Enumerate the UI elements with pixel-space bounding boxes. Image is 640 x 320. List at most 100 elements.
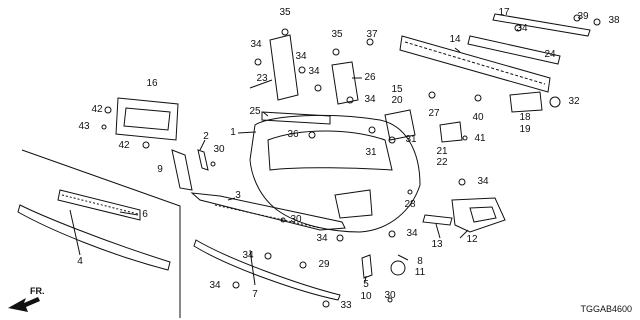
fastener-icon [593,18,601,26]
fastener-icon [388,230,396,238]
fastener-icon [280,217,286,223]
callout-34: 34 [250,39,262,50]
callout-38: 38 [608,15,620,26]
callout-22: 22 [436,157,448,168]
small-bracket-part [439,121,463,143]
lower-strip-part [193,239,341,301]
callout-17: 17 [498,7,510,18]
callout-11: 11 [414,267,426,278]
absorber-part [467,35,561,65]
callout-34i: 34 [242,250,254,261]
callout-20: 20 [391,95,403,106]
callout-7: 7 [252,289,258,300]
callout-16: 16 [146,78,158,89]
fastener-icon [264,252,272,260]
fastener-icon [368,126,376,134]
fastener-icon [388,136,396,144]
corner-bracket-part [509,91,543,113]
cap-part [390,260,406,276]
callout-15: 15 [391,84,403,95]
callout-42: 42 [91,104,103,115]
panel-divider [21,149,181,318]
callout-33: 33 [340,300,352,311]
bumper-grille-opening [267,130,393,171]
diagram-code: TGGAB4600 [580,304,632,314]
callout-25: 25 [249,106,261,117]
callout-29: 29 [318,259,330,270]
fastener-icon [514,24,522,32]
fastener-icon [474,94,482,102]
callout-43: 43 [78,121,90,132]
lower-grille-part [190,192,346,231]
callout-4: 4 [77,256,83,267]
callout-10: 10 [360,291,372,302]
callout-32: 32 [568,96,580,107]
callout-9: 9 [157,164,163,175]
callout-34h: 34 [406,228,418,239]
side-garnish-part [422,214,453,226]
callout-5: 5 [363,279,369,290]
callout-12: 12 [466,234,478,245]
fastener-icon [254,58,262,66]
fastener-icon [142,141,150,149]
callout-1: 1 [230,127,236,138]
fastener-icon [387,297,393,303]
fastener-icon [299,261,307,269]
callout-13: 13 [431,239,443,250]
grille-mesh-part [57,189,141,221]
vent-part [171,149,193,191]
callout-24: 24 [544,49,556,60]
callout-19: 19 [519,124,531,135]
callout-34j: 34 [209,280,221,291]
fastener-icon [336,234,344,242]
center-bracket-part [331,61,359,105]
fastener-icon [101,124,107,130]
fastener-icon [308,131,316,139]
callout-34d: 34 [364,94,376,105]
callout-39: 39 [577,11,589,22]
lip-spoiler-part [17,204,171,271]
fog-garnish-part [451,197,506,233]
callout-40: 40 [472,112,484,123]
callout-36: 36 [287,129,299,140]
callout-3: 3 [235,190,241,201]
callout-34f: 34 [477,176,489,187]
callout-8: 8 [417,256,423,267]
fastener-icon [298,66,306,74]
fastener-icon [366,38,374,46]
bumper-face-part [249,114,421,233]
beam-part [399,35,551,93]
callout-31: 31 [365,147,377,158]
fastener-icon [346,96,354,104]
callout-34g: 34 [316,233,328,244]
callout-14: 14 [449,34,461,45]
fastener-icon [210,161,216,167]
license-bracket-part [115,97,179,141]
fastener-icon [458,178,466,186]
callout-42b: 42 [118,140,130,151]
bracket-upper-part [492,13,591,37]
fastener-icon [407,189,413,195]
front-direction-label: FR. [30,286,45,296]
fastener-icon [428,91,436,99]
callout-34c: 34 [308,66,320,77]
fastener-icon [573,14,581,22]
fastener-icon [322,300,330,308]
callout-18: 18 [519,112,531,123]
callout-30: 30 [213,144,225,155]
fastener-icon [232,281,240,289]
callout-31b: 31 [405,134,417,145]
callout-34b: 34 [295,51,307,62]
clip-part [361,254,373,279]
callout-37: 37 [366,29,378,40]
fastener-icon [281,28,289,36]
front-arrow-icon [8,297,40,312]
fog-opening [334,189,373,219]
upper-strip-part [261,111,331,125]
callout-21: 21 [436,146,448,157]
fastener-icon [104,106,112,114]
trim-part [197,149,209,171]
callout-2: 2 [203,131,209,142]
